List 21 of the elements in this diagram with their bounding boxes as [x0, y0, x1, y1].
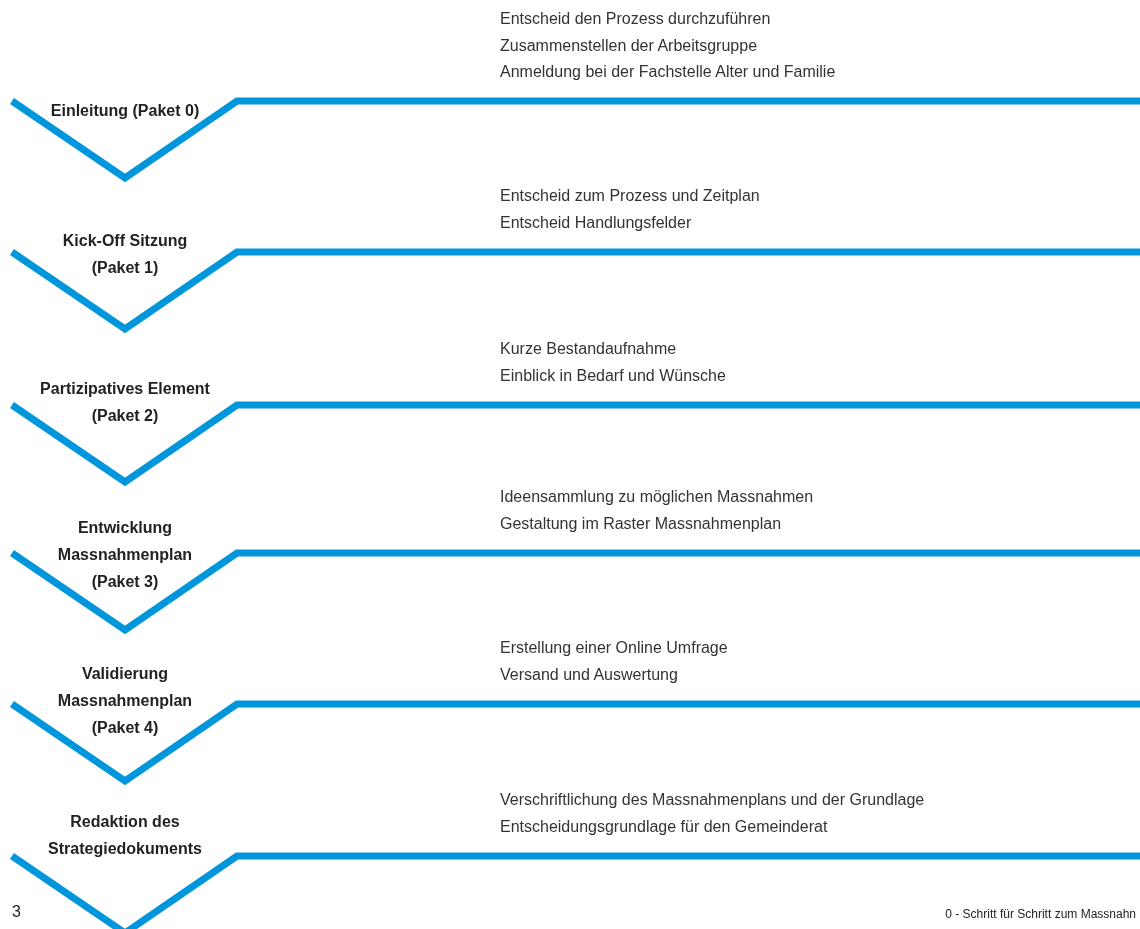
step-description: Versand und Auswertung [500, 664, 679, 685]
step-description: Erstellung einer Online Umfrage [500, 638, 728, 658]
step-title: Einleitung (Paket 0) [50, 96, 200, 124]
step-title: Entwicklung Massnahmenplan (Paket 3) [35, 513, 215, 595]
step-description: Kurze Bestandaufnahme [500, 339, 678, 359]
step-title: Partizipatives Element (Paket 2) [15, 375, 235, 429]
step-description: Verschriftlichung des Massnahmenplans und der Grundlage [500, 790, 925, 810]
footer-text: 0 - Schritt für Schritt zum Massnahn [945, 907, 1136, 921]
step-description: Entscheidungsgrundlage für den Gemeinderat [500, 816, 829, 837]
step-title: Validierung Massnahmenplan (Paket 4) [35, 659, 215, 741]
step-description: Anmeldung bei der Fachstelle Alter und Familie [500, 61, 836, 82]
step-title: Redaktion des Strategiedokuments [15, 808, 235, 862]
step-description: Entscheid zum Prozess und Zeitplan [500, 186, 760, 206]
step-title: Kick-Off Sitzung (Paket 1) [40, 227, 210, 281]
step-description: Gestaltung im Raster Massnahmenplan [500, 513, 783, 534]
step-description: Zusammenstellen der Arbeitsgruppe [500, 35, 759, 56]
step-description: Ideensammlung zu möglichen Massnahmen [500, 487, 814, 507]
page-number: 3 [12, 903, 21, 921]
step-description: Entscheid den Prozess durchzuführen [500, 8, 772, 29]
step-description: Entscheid Handlungsfelder [500, 212, 693, 233]
step-description: Einblick in Bedarf und Wünsche [500, 365, 726, 386]
